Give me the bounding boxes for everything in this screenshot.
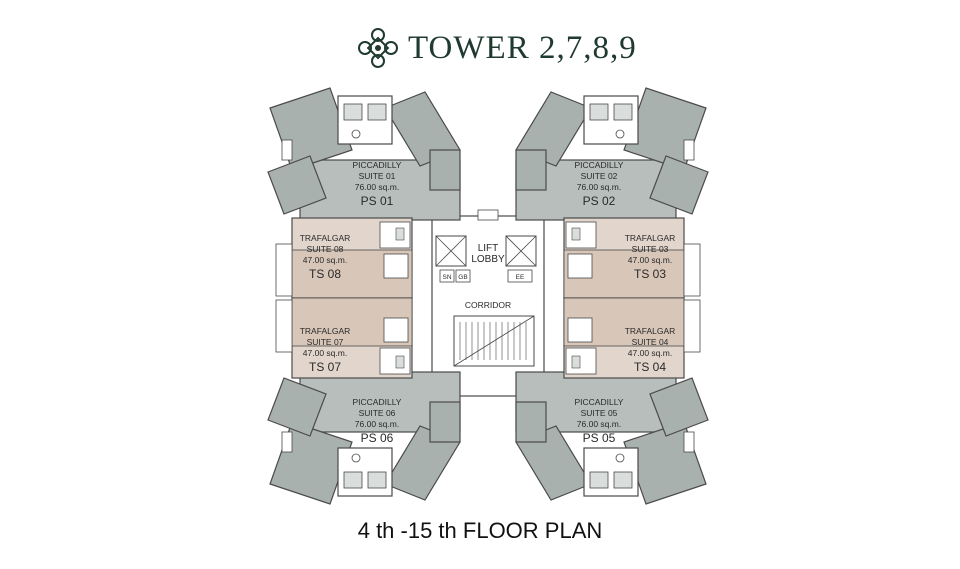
ts08-code: TS 08 [309, 267, 341, 281]
ps01-name: PICCADILLY [353, 160, 402, 170]
page-title: TOWER 2,7,8,9 [408, 30, 637, 66]
ts03-name: TRAFALGAR [625, 233, 676, 243]
ts07-code: TS 07 [309, 360, 341, 374]
sn-label: SN [442, 274, 451, 281]
ts03-area: 47.00 sq.m. [628, 255, 672, 265]
floor-plan-caption: 4 th -15 th FLOOR PLAN [357, 518, 603, 543]
header: TOWER 2,7,8,9 [0, 22, 960, 72]
ornament-logo-icon [358, 28, 398, 68]
ee-label: EE [516, 274, 525, 281]
core [431, 209, 545, 397]
ts08-suite: SUITE 08 [307, 244, 344, 254]
ps02-suite: SUITE 02 [581, 171, 618, 181]
ps05-area: 76.00 sq.m. [577, 419, 621, 429]
ts07-area: 47.00 sq.m. [303, 348, 347, 358]
ts03-suite: SUITE 03 [632, 244, 669, 254]
ps02-code: PS 02 [583, 194, 616, 208]
ts04-name: TRAFALGAR [625, 326, 676, 336]
ps01-area: 76.00 sq.m. [355, 182, 399, 192]
ts04-code: TS 04 [634, 360, 666, 374]
ps05-name: PICCADILLY [575, 397, 624, 407]
ps01-suite: SUITE 01 [359, 171, 396, 181]
ts07-name: TRAFALGAR [300, 326, 351, 336]
ts04-area: 47.00 sq.m. [628, 348, 672, 358]
ts03-code: TS 03 [634, 267, 666, 281]
ps06-name: PICCADILLY [353, 397, 402, 407]
ts08-area: 47.00 sq.m. [303, 255, 347, 265]
gb-label: GB [458, 274, 467, 281]
ts08-name: TRAFALGAR [300, 233, 351, 243]
ts04-suite: SUITE 04 [632, 337, 669, 347]
ps05-code: PS 05 [583, 431, 616, 445]
lift-lobby-label-2: LOBBY [471, 254, 505, 265]
corridor-label: CORRIDOR [465, 300, 511, 310]
ps06-suite: SUITE 06 [359, 408, 396, 418]
ps02-area: 76.00 sq.m. [577, 182, 621, 192]
ps06-area: 76.00 sq.m. [355, 419, 399, 429]
ps01-code: PS 01 [361, 194, 394, 208]
ps06-code: PS 06 [361, 431, 394, 445]
lift-lobby-label-1: LIFT [478, 243, 499, 254]
unit-ts07 [275, 297, 413, 379]
ps02-name: PICCADILLY [575, 160, 624, 170]
ps05-suite: SUITE 05 [581, 408, 618, 418]
ts07-suite: SUITE 07 [307, 337, 344, 347]
